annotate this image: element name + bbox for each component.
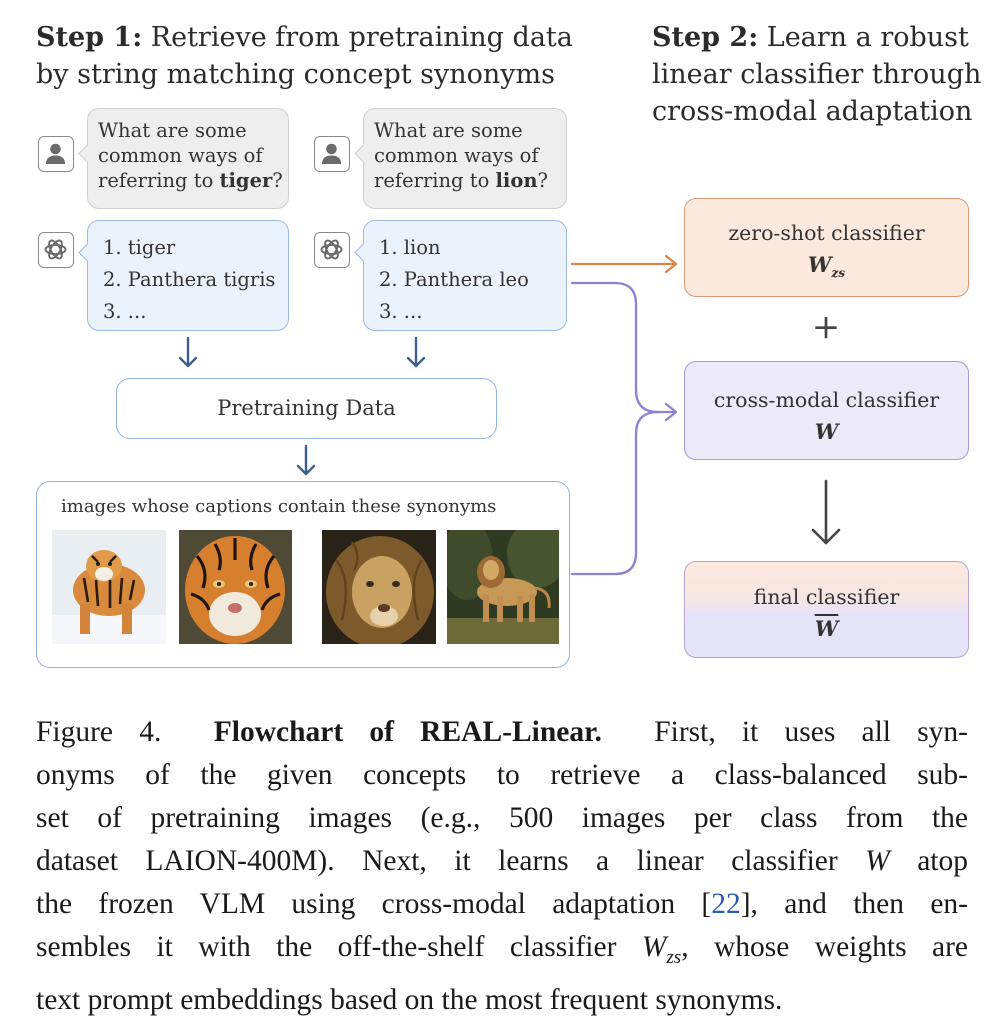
purple-connector (570, 281, 678, 576)
synonym-item: 2. Panthera tigris (103, 268, 276, 291)
caption-line: text prompt embeddings based on the most… (36, 983, 783, 1016)
images-caption: images whose captions contain these syno… (61, 496, 497, 517)
chatgpt-logo-icon (38, 232, 74, 268)
lion-answer-bubble: 1. lion 2. Panthera leo 3. ... (354, 220, 567, 331)
zero-shot-weight-symbol: Wzs (807, 252, 846, 281)
final-weight-symbol: W (814, 616, 839, 641)
step2-line2: linear classifier through (652, 59, 982, 90)
down-arrow-icon (406, 336, 426, 368)
query-line: What are some (98, 119, 247, 142)
lion-image-grassland (441, 520, 567, 644)
step2-title: Step 2: Learn a robust linear classifier… (652, 19, 997, 130)
citation-link[interactable]: 22 (711, 888, 741, 920)
tiger-image-snow (52, 530, 166, 644)
synonym-item: 3. ... (103, 300, 147, 323)
down-arrow-icon (296, 444, 316, 476)
query-line: ? (537, 169, 548, 192)
step1-label: Step 1: (36, 22, 143, 53)
step2-line1: Learn a robust (758, 22, 969, 53)
query-concept: tiger (219, 169, 273, 192)
plus-sign: + (811, 307, 841, 347)
zero-shot-classifier-label: zero-shot classifier (728, 221, 925, 245)
query-concept: lion (495, 169, 538, 192)
final-classifier-label: final classifier (753, 585, 900, 609)
pretraining-label: Pretraining Data (217, 396, 396, 420)
query-line: What are some (374, 119, 523, 142)
final-classifier-box: final classifier W (684, 561, 969, 658)
caption-line: the frozen VLM using cross-modal adaptat… (36, 888, 968, 920)
cross-modal-weight-symbol: W (814, 419, 839, 444)
step1-line2: by string matching concept synonyms (36, 59, 556, 90)
synonym-item: 3. ... (379, 300, 423, 323)
cross-modal-classifier-box: cross-modal classifier W (684, 361, 969, 460)
query-line: common ways of (374, 144, 539, 167)
caption-line: onyms of the given concepts to retrieve … (36, 759, 968, 791)
flow-connectors (178, 254, 841, 576)
tiger-query-bubble: What are some common ways of referring t… (78, 108, 289, 209)
user-avatar-icon (38, 136, 74, 172)
query-line: referring to (98, 169, 220, 192)
cross-modal-classifier-label: cross-modal classifier (713, 388, 940, 412)
step2-line3: cross-modal adaptation (652, 96, 973, 127)
down-arrow-icon (811, 479, 841, 545)
lion-image-closeup (322, 530, 436, 648)
query-line: common ways of (98, 144, 263, 167)
synonym-item: 1. lion (379, 236, 441, 259)
caption-line: Figure 4. Flowchart of REAL-Linear. Firs… (36, 716, 968, 748)
orange-arrow-icon (570, 254, 678, 274)
synonym-item: 1. tiger (103, 236, 176, 259)
caption-line: dataset LAION-400M). Next, it learns a l… (36, 845, 969, 877)
query-line: ? (272, 169, 283, 192)
tiger-answer-bubble: 1. tiger 2. Panthera tigris 3. ... (78, 220, 289, 331)
step2-label: Step 2: (652, 22, 759, 53)
synonym-item: 2. Panthera leo (379, 268, 529, 291)
caption-line: sembles it with the off-the-shelf classi… (36, 931, 968, 968)
down-arrow-icon (178, 336, 198, 368)
zero-shot-weight-subscript: zs (831, 266, 846, 281)
step1-title: Step 1: Retrieve from pretraining data b… (36, 19, 616, 93)
step1-line1: Retrieve from pretraining data (142, 22, 573, 53)
lion-query-bubble: What are some common ways of referring t… (354, 108, 567, 209)
retrieved-images-box: images whose captions contain these syno… (36, 481, 570, 668)
zero-shot-classifier-box: zero-shot classifier Wzs (684, 198, 969, 297)
chatgpt-logo-icon (314, 232, 350, 268)
query-line: referring to (374, 169, 496, 192)
caption-line: set of pretraining images (e.g., 500 ima… (36, 802, 968, 834)
pretraining-data-box: Pretraining Data (116, 378, 497, 439)
figure-caption: Figure 4. Flowchart of REAL-Linear. Firs… (36, 711, 968, 1022)
user-avatar-icon (314, 136, 350, 172)
tiger-image-closeup (179, 530, 292, 644)
caption-title: Flowchart of REAL-Linear. (213, 716, 602, 748)
